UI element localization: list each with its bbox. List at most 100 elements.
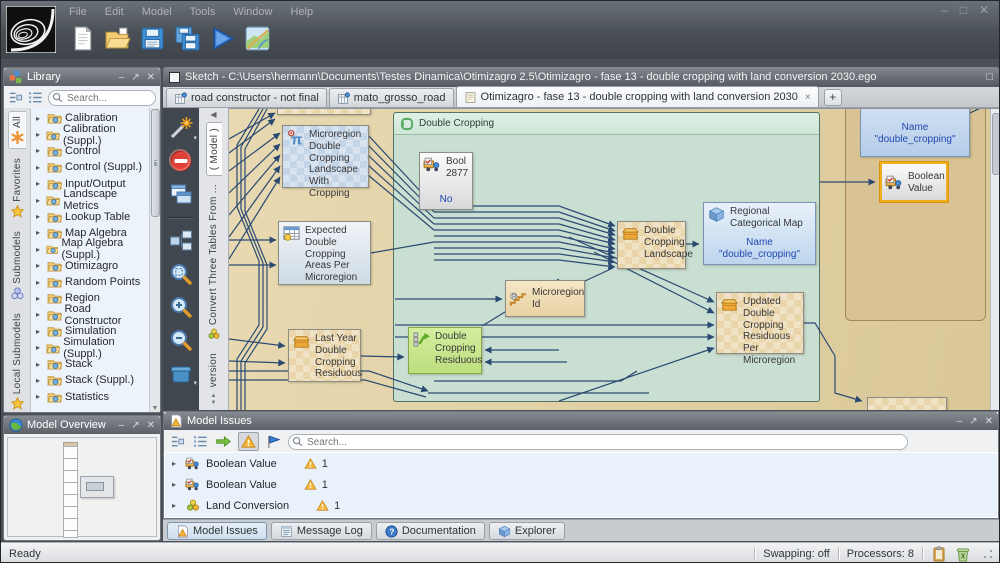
- expand-arrow-icon[interactable]: ▸: [36, 310, 41, 320]
- sketch-tab-mato-grosso-road[interactable]: mato_grosso_road: [328, 88, 454, 107]
- library-minimize-button[interactable]: –: [118, 71, 125, 83]
- issue-row-boolean-value[interactable]: ▸ Boolean Value 1: [172, 457, 328, 470]
- expand-arrow-icon[interactable]: ▸: [36, 375, 41, 385]
- library-item-calibration[interactable]: ▸ Calibration: [36, 112, 118, 125]
- diagram-tab-version[interactable]: version: [208, 353, 219, 388]
- library-item-simulation-suppl[interactable]: ▸ Simulation (Suppl.): [36, 335, 115, 360]
- library-item-random-points[interactable]: ▸ Random Points: [36, 276, 141, 289]
- model-canvas[interactable]: Double Cropping: [229, 108, 999, 410]
- sketch-restore-button[interactable]: □: [986, 71, 993, 83]
- library-item-map-algebra[interactable]: ▸ Map Algebra: [36, 226, 127, 239]
- node-expected-double-cropping-areas-per-microregion[interactable]: Expected Double Cropping Areas Per Micro…: [278, 221, 371, 285]
- tab-explorer[interactable]: Explorer: [488, 522, 565, 540]
- library-item-input-output[interactable]: ▸ Input/Output: [36, 177, 126, 190]
- sketch-tab-road-constructor-not-final[interactable]: road constructor - not final: [166, 88, 327, 107]
- menu-model[interactable]: Model: [141, 6, 172, 18]
- expand-arrow-icon[interactable]: ▸: [172, 480, 177, 489]
- node-updated-double-cropping-residuous-per-microregion[interactable]: Updated Double Cropping Residuous Per Mi…: [716, 292, 804, 366]
- node-boolean-value[interactable]: Boolean Value: [880, 162, 948, 202]
- tab-scroll-down-icon[interactable]: ▼: [210, 399, 217, 406]
- list-icon[interactable]: [192, 434, 209, 449]
- library-item-road-constructor[interactable]: ▸ Road Constructor: [36, 302, 122, 327]
- new-file-icon[interactable]: [69, 25, 96, 52]
- collapse-tree-icon[interactable]: [8, 90, 23, 105]
- node-double-cropping-residuous[interactable]: Double Cropping Residuous: [408, 327, 482, 374]
- expand-arrow-icon[interactable]: ▸: [36, 162, 41, 172]
- zoom-out-icon[interactable]: [169, 328, 193, 352]
- expand-arrow-icon[interactable]: ▸: [36, 212, 41, 222]
- zoom-reset-icon[interactable]: [169, 262, 193, 286]
- menu-window[interactable]: Window: [233, 6, 273, 18]
- tab-message-log[interactable]: Message Log: [270, 522, 372, 540]
- green-arrow-icon[interactable]: [215, 434, 232, 449]
- library-tab-local-submodels[interactable]: Local Submodels: [9, 309, 26, 414]
- library-item-simulation[interactable]: ▸ Simulation: [36, 325, 117, 338]
- open-file-icon[interactable]: [104, 25, 131, 52]
- remove-icon[interactable]: [169, 149, 193, 173]
- window-minimize-button[interactable]: –: [941, 3, 948, 17]
- library-item-calibration-suppl[interactable]: ▸ Calibration (Suppl.): [36, 122, 116, 147]
- overview-close-button[interactable]: ✕: [146, 419, 155, 431]
- expand-arrow-icon[interactable]: ▸: [36, 343, 41, 353]
- scroll-down-arrow[interactable]: ▼: [151, 405, 159, 412]
- expand-arrow-icon[interactable]: ▸: [172, 459, 177, 468]
- library-tab-favorites[interactable]: Favorites: [9, 154, 26, 222]
- resize-grip[interactable]: [983, 548, 993, 559]
- tab-documentation[interactable]: ? Documentation: [375, 522, 485, 540]
- menu-file[interactable]: File: [69, 6, 87, 18]
- expand-arrow-icon[interactable]: ▸: [36, 277, 41, 287]
- save-all-icon[interactable]: [174, 25, 201, 52]
- layout-icon[interactable]: [169, 229, 193, 253]
- node-double-cropping-landscape[interactable]: Double Cropping Landscape: [617, 221, 693, 269]
- issues-search-input[interactable]: [288, 434, 908, 451]
- issues-close-button[interactable]: ✕: [984, 415, 993, 427]
- sketch-tab-otimizagro-fase-13-double-cropping-with-[interactable]: Otimizagro - fase 13 - double cropping w…: [455, 86, 819, 107]
- expand-arrow-icon[interactable]: ▸: [36, 326, 41, 336]
- issues-minimize-button[interactable]: –: [956, 415, 963, 427]
- library-item-lookup-table[interactable]: ▸ Lookup Table: [36, 210, 131, 223]
- library-item-map-algebra-suppl[interactable]: ▸ Map Algebra (Suppl.): [36, 237, 124, 262]
- node-partial-bottom-right[interactable]: [867, 397, 947, 410]
- map-viewer-icon[interactable]: [244, 25, 271, 52]
- library-close-button[interactable]: ✕: [146, 71, 155, 83]
- menu-edit[interactable]: Edit: [104, 6, 124, 18]
- expand-arrow-icon[interactable]: ▸: [36, 179, 41, 189]
- node-last-year-double-cropping-residuous[interactable]: Last Year Double Cropping Residuous: [288, 329, 362, 382]
- expand-arrow-icon[interactable]: ▸: [36, 130, 41, 140]
- expand-arrow-icon[interactable]: ▸: [36, 195, 41, 205]
- warning-icon[interactable]: [238, 431, 259, 451]
- expand-arrow-icon[interactable]: ▸: [36, 293, 41, 303]
- scrollbar-thumb[interactable]: [150, 109, 160, 217]
- recycle-bin-icon[interactable]: [955, 546, 971, 562]
- menu-help[interactable]: Help: [290, 6, 314, 18]
- clipboard-icon[interactable]: [931, 546, 947, 562]
- windows-icon[interactable]: [169, 182, 193, 206]
- expand-arrow-icon[interactable]: ▸: [36, 146, 41, 156]
- container-bin-icon[interactable]: [169, 361, 197, 387]
- tab-scroll-up-icon[interactable]: ▲: [210, 392, 217, 399]
- library-item-control-suppl[interactable]: ▸ Control (Suppl.): [36, 161, 143, 174]
- diagram-tab-convert-three-tables-from[interactable]: Convert Three Tables From ...: [206, 179, 222, 345]
- window-close-button[interactable]: ✕: [978, 3, 989, 17]
- node-name-double-cropping[interactable]: Name"double_cropping": [860, 109, 970, 157]
- library-tab-submodels[interactable]: Submodels: [9, 227, 26, 304]
- model-overview-minimap[interactable]: [7, 437, 157, 538]
- node-partial-top[interactable]: [277, 109, 371, 115]
- library-item-control[interactable]: ▸ Control: [36, 144, 101, 157]
- expand-arrow-icon[interactable]: ▸: [36, 113, 41, 123]
- zoom-in-icon[interactable]: [169, 295, 193, 319]
- collapse-tree-icon[interactable]: [169, 434, 186, 449]
- expand-arrow-icon[interactable]: ▸: [36, 228, 41, 238]
- new-tab-button[interactable]: +: [823, 89, 842, 106]
- library-search-input[interactable]: [48, 90, 156, 107]
- library-item-landscape-metrics[interactable]: ▸ Landscape Metrics: [36, 188, 118, 213]
- library-item-otimizagro[interactable]: ▸ Otimizagro: [36, 259, 119, 272]
- issue-row-land-conversion[interactable]: ▸ Land Conversion 1: [172, 499, 341, 512]
- overview-float-button[interactable]: ↗: [131, 419, 140, 431]
- diagram-tab-model[interactable]: ( Model ): [205, 122, 222, 177]
- window-maximize-button[interactable]: □: [959, 3, 967, 17]
- expand-arrow-icon[interactable]: ▸: [172, 501, 177, 510]
